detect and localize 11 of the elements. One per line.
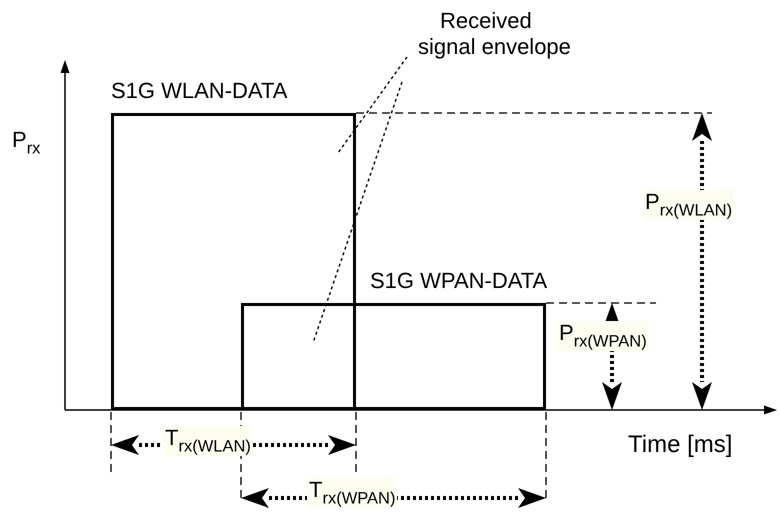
leader-line [337,56,408,154]
packet-label: S1G WPAN-DATA [370,270,548,292]
axis-title: Time [ms] [628,432,732,458]
leader-line [312,82,403,344]
callout-text: Received signal envelope [418,8,572,61]
dimension-label: P$_{rx}$ [12,128,40,158]
dimension-label: P$_{rx(WLAN)}$ [643,190,734,220]
dimension-label: P$_{rx(WPAN)}$ [557,321,649,351]
dimension-label: T$_{rx(WPAN)}$ [307,478,398,508]
dimension-label: T$_{rx(WLAN)}$ [163,426,253,456]
packet-label: S1G WLAN-DATA [111,80,288,102]
